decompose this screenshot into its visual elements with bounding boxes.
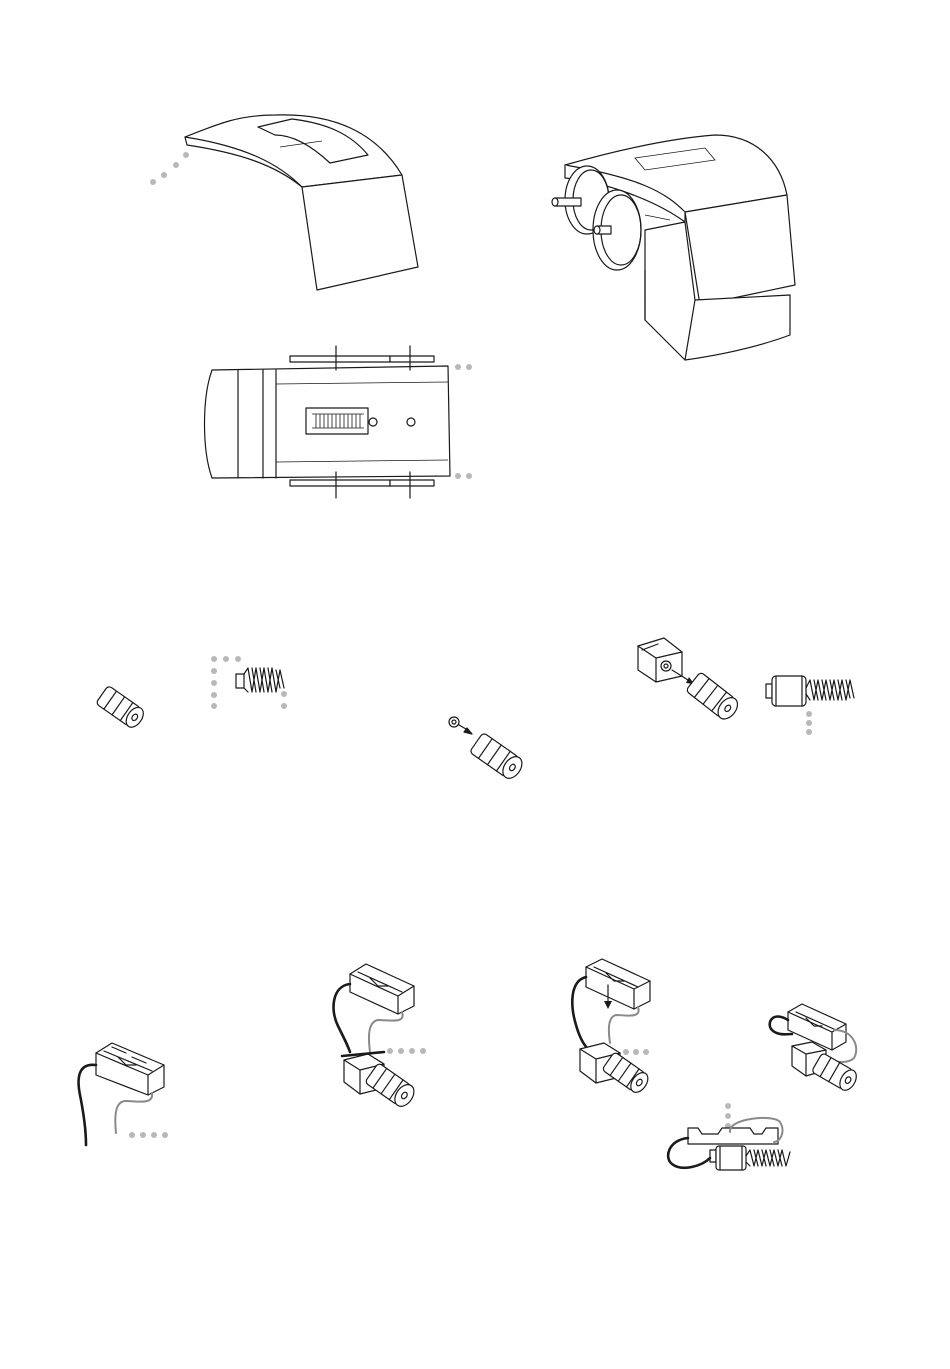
side-assembly-icon [662, 1102, 797, 1182]
wheeled-body-icon [545, 120, 815, 370]
callout-dot [281, 703, 287, 709]
figure-wired-assembly [764, 1000, 864, 1095]
spool-icon [90, 680, 150, 735]
callout-dot [173, 162, 179, 168]
battery-drop-icon [566, 955, 666, 1095]
callout-dot [725, 1113, 731, 1119]
callout-dot [806, 729, 812, 735]
figure-battery-on-motor [328, 960, 438, 1110]
callout-dot [466, 473, 472, 479]
callout-dot [211, 668, 217, 674]
callout-dot [466, 364, 472, 370]
callout-dot [223, 656, 229, 662]
callout-dot [643, 1049, 649, 1055]
callout-dot [211, 692, 217, 698]
motor-spool-icon [632, 632, 742, 722]
callout-dot [806, 711, 812, 717]
callout-dot [129, 1132, 135, 1138]
folded-cover-icon [140, 75, 430, 300]
pin-insert-icon [440, 708, 530, 783]
callout-dot [235, 656, 241, 662]
callout-dot [183, 152, 189, 158]
callout-dot [150, 179, 156, 185]
figure-motor-into-spool [632, 632, 742, 722]
chassis-top-view-icon [198, 340, 488, 510]
figure-cardboard-cover [140, 75, 430, 300]
motor-worm-icon [762, 668, 862, 738]
figure-side-assembly [662, 1102, 797, 1182]
figure-pin-into-spool [440, 708, 530, 783]
figure-assembled-body [545, 120, 815, 370]
figure-single-spool [90, 680, 150, 735]
callout-dot [633, 1049, 639, 1055]
callout-dot [161, 172, 167, 178]
figure-top-view-chassis [198, 340, 488, 510]
callout-dot [455, 473, 461, 479]
callout-dot [211, 703, 217, 709]
wired-assembly-icon [764, 1000, 864, 1095]
callout-dot [725, 1103, 731, 1109]
callout-dot [211, 656, 217, 662]
battery-holder-icon [72, 1035, 182, 1150]
callout-dot [151, 1132, 157, 1138]
callout-dot [162, 1132, 168, 1138]
figure-worm-gear [208, 652, 298, 712]
callout-dot [420, 1048, 426, 1054]
callout-dot [623, 1049, 629, 1055]
callout-dot [387, 1048, 393, 1054]
callout-dot [455, 364, 461, 370]
callout-dot [409, 1048, 415, 1054]
callout-dot [140, 1132, 146, 1138]
figure-battery-holder [72, 1035, 182, 1150]
worm-gear-icon [208, 652, 298, 712]
callout-dot [211, 680, 217, 686]
figure-battery-drop [566, 955, 666, 1095]
callout-dot [398, 1048, 404, 1054]
callout-dot [806, 720, 812, 726]
battery-motor-icon [328, 960, 438, 1110]
figure-motor-with-worm [762, 668, 862, 738]
callout-dot [281, 691, 287, 697]
